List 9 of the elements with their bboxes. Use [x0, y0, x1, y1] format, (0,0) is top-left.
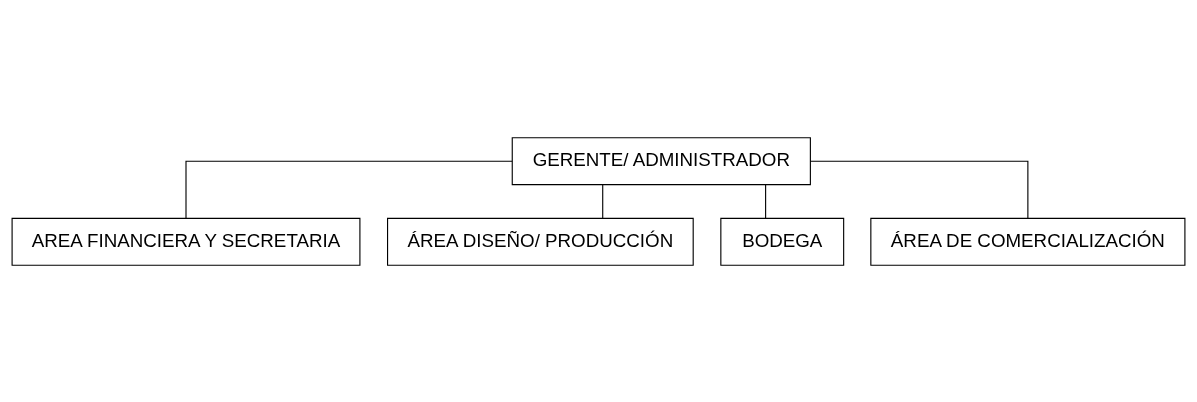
node-box: ÁREA DE COMERCIALIZACIÓN — [870, 217, 1186, 266]
node-box: AREA FINANCIERA Y SECRETARIA — [11, 217, 361, 266]
connector — [185, 160, 513, 219]
connector — [602, 183, 604, 219]
connector — [765, 183, 767, 219]
node-box: ÁREA DISEÑO/ PRODUCCIÓN — [387, 217, 694, 266]
node-box: GERENTE/ ADMINISTRADOR — [511, 136, 811, 185]
connector — [809, 160, 1029, 219]
node-box: BODEGA — [720, 217, 845, 266]
